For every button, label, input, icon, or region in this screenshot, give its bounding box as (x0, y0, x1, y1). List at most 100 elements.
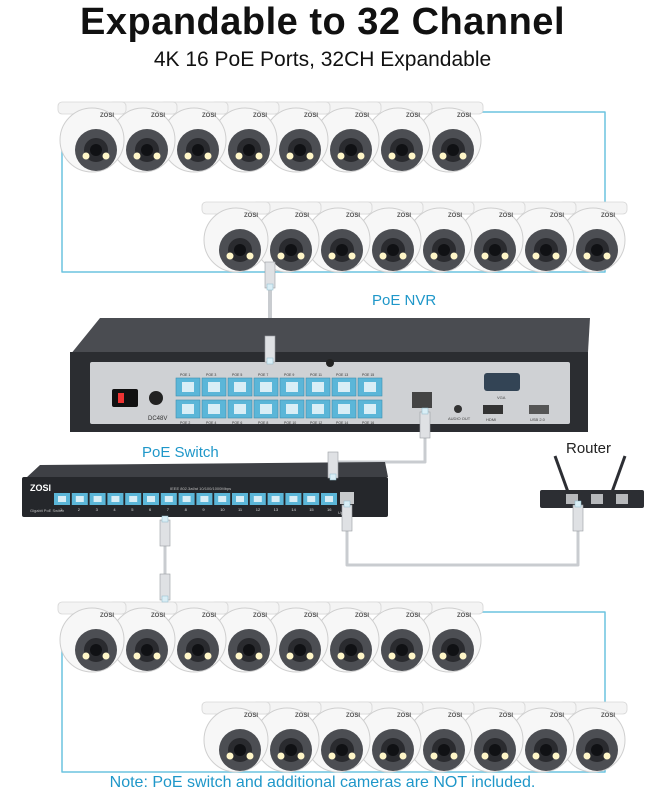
camera-brand-text: ZOSI (355, 113, 369, 119)
spotlight-led (277, 752, 285, 760)
nvr-port-label: POE 13 (336, 373, 348, 377)
dome-camera: ZOSI (456, 701, 526, 773)
switch-port-number: 14 (291, 507, 296, 512)
page-title: Expandable to 32 Channel (80, 1, 565, 43)
spotlight-led (133, 152, 141, 160)
nvr-poe-port: POE 14 (331, 399, 357, 425)
spotlight-led (226, 752, 234, 760)
spotlight-led (348, 252, 356, 260)
switch-poe-port: 14 (285, 493, 302, 512)
spotlight-led (235, 652, 243, 660)
camera-brand-text: ZOSI (151, 613, 165, 619)
camera-brand-text: ZOSI (448, 713, 462, 719)
dome-camera: ZOSI (252, 201, 322, 273)
switch-port-number: 9 (202, 507, 205, 512)
connection-line (61, 111, 606, 273)
switch-poe-port: 12 (249, 493, 266, 512)
camera-brand-text: ZOSI (295, 213, 309, 219)
nvr-port-label: POE 11 (310, 373, 322, 377)
switch-port-number: 16 (327, 507, 332, 512)
spotlight-led (388, 152, 396, 160)
spotlight-led (439, 652, 447, 660)
camera-brand-text: ZOSI (304, 113, 318, 119)
page-subtitle: 4K 16 PoE Ports, 32CH Expandable (153, 48, 492, 71)
camera-brand-text: ZOSI (601, 213, 615, 219)
camera-brand-text: ZOSI (346, 213, 360, 219)
spotlight-led (246, 252, 254, 260)
spotlight-led (399, 252, 407, 260)
nvr-top-lid (70, 318, 590, 355)
camera-brand-text: ZOSI (253, 613, 267, 619)
switch-poe-port: 3 (89, 493, 106, 512)
spotlight-led (337, 652, 345, 660)
switch-spec-text: IEEE 802.3af/at 10/100/1000Mbps (170, 486, 231, 491)
dome-camera: ZOSI (558, 701, 628, 773)
rj45-plug (264, 335, 276, 365)
camera-brand-text: ZOSI (244, 213, 258, 219)
spotlight-led (450, 252, 458, 260)
dome-camera: ZOSI (354, 701, 424, 773)
nvr-poe-port: POE 11 (305, 373, 331, 397)
nvr-port-label: POE 1 (180, 373, 190, 377)
spotlight-led (430, 252, 438, 260)
dome-camera: ZOSI (57, 601, 127, 673)
spotlight-led (102, 152, 110, 160)
switch-port-number: 1 (60, 507, 63, 512)
spotlight-led (82, 152, 90, 160)
spotlight-led (430, 752, 438, 760)
spotlight-led (184, 152, 192, 160)
dome-camera: ZOSI (201, 201, 271, 273)
switch-label: PoE Switch (142, 444, 219, 461)
camera-brand-text: ZOSI (499, 213, 513, 219)
switch-poe-port: 8 (178, 493, 195, 512)
router-port-2 (591, 494, 603, 504)
nvr-port-label: POE 8 (258, 421, 268, 425)
spotlight-led (501, 752, 509, 760)
rj45-plug (264, 261, 276, 291)
switch-model-text: Gigabit PoE Switch (30, 508, 64, 513)
spotlight-led (408, 152, 416, 160)
spotlight-led (552, 752, 560, 760)
hdmi-port (483, 405, 503, 414)
camera-brand-text: ZOSI (499, 713, 513, 719)
nvr-port-label: POE 14 (336, 421, 348, 425)
switch-poe-port: 7 (160, 493, 177, 512)
camera-brand-text: ZOSI (355, 613, 369, 619)
nvr-poe-port: POE 12 (305, 399, 331, 425)
switch-uplink-port (340, 492, 354, 504)
spotlight-led (204, 652, 212, 660)
nvr-lan-port (412, 392, 432, 408)
spotlight-led (603, 252, 611, 260)
switch-port-number: 2 (78, 507, 81, 512)
switch-poe-port: 11 (232, 493, 248, 512)
nvr-poe-port: POE 8 (253, 399, 279, 425)
spotlight-led (357, 652, 365, 660)
nvr-screw (326, 359, 334, 367)
rj45-plug (159, 515, 171, 547)
nvr-poe-port: POE 4 (201, 399, 227, 425)
switch-port-number: 6 (149, 507, 152, 512)
switch-poe-port: 5 (125, 493, 142, 512)
spotlight-led (235, 152, 243, 160)
rj45-plug (159, 573, 171, 603)
vga-label: VGA (497, 395, 506, 400)
nvr-port-label: POE 9 (284, 373, 294, 377)
spotlight-led (184, 652, 192, 660)
dome-camera: ZOSI (159, 601, 229, 673)
dome-camera: ZOSI (210, 101, 280, 173)
switch-port-number: 7 (167, 507, 170, 512)
nvr-port-label: POE 12 (310, 421, 322, 425)
dome-camera: ZOSI (507, 701, 577, 773)
spotlight-led (277, 252, 285, 260)
spotlight-led (439, 152, 447, 160)
switch-port-number: 11 (238, 507, 243, 512)
spotlight-led (153, 152, 161, 160)
dome-camera: ZOSI (201, 701, 271, 773)
spotlight-led (450, 752, 458, 760)
camera-brand-text: ZOSI (448, 213, 462, 219)
